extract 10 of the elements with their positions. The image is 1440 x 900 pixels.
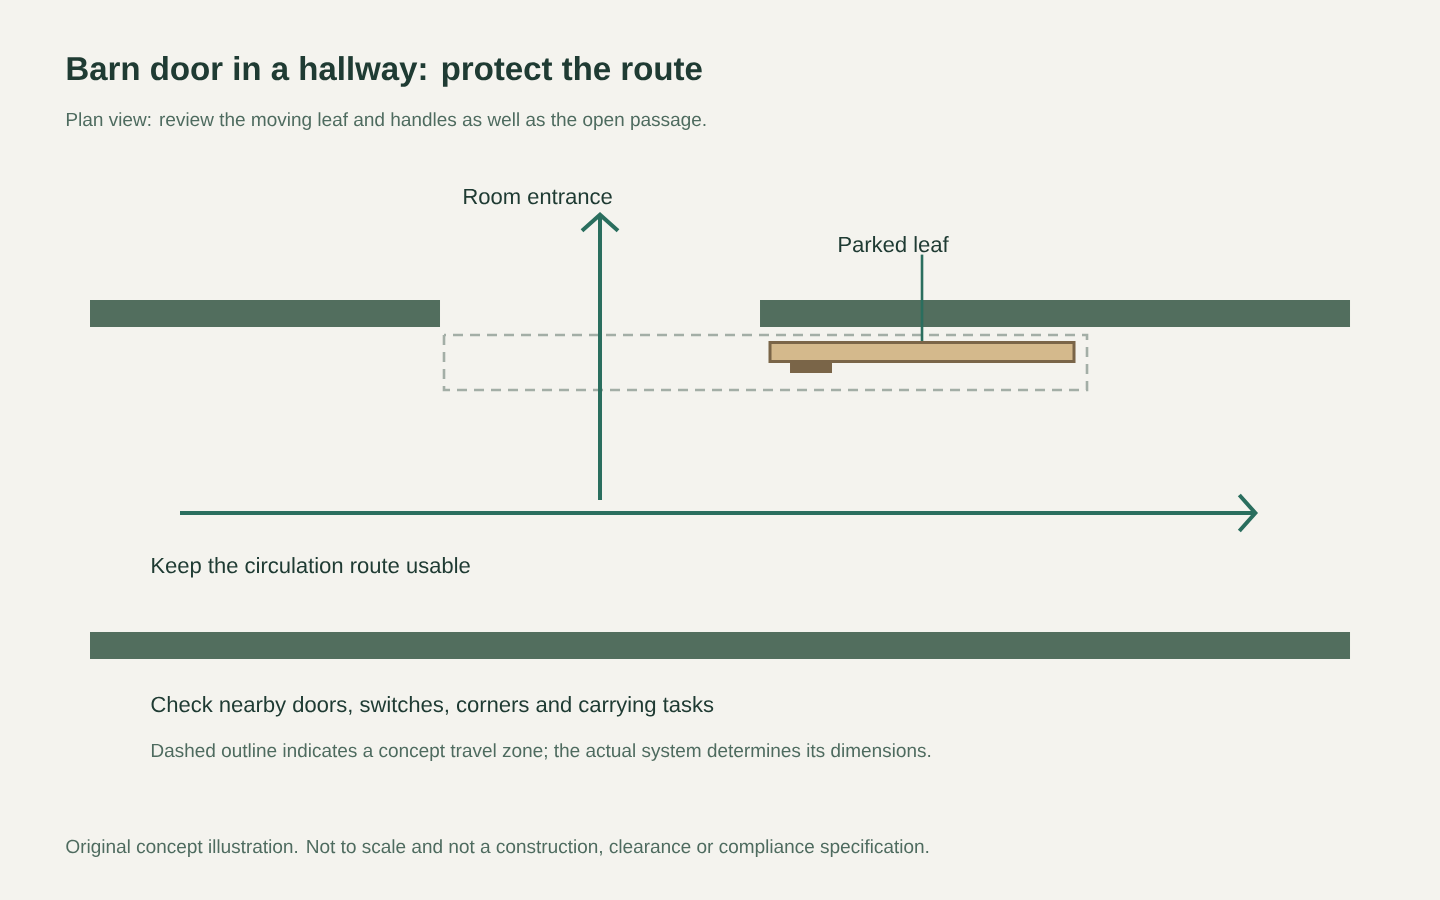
- check-note: Check nearby doors, switches, corners and carrying tasks: [151, 696, 714, 717]
- title: Barn door in a hallway: protect the route: [67, 56, 702, 87]
- direction-label: Room entrance: [464, 188, 612, 205]
- callout-label: Parked leaf: [839, 236, 949, 253]
- leader-line: [920, 254, 924, 341]
- subtitle: Plan view: review the moving leaf and handles as well as the open passage.: [66, 112, 706, 130]
- note: Dashed outline indicates a concept travel zone; the actual system determines its dimensions.: [151, 743, 931, 761]
- footnote: Original concept illustration. Not to scale and not a construction, clearance or compliance specification.: [66, 839, 929, 857]
- door-leaf: [768, 341, 1076, 373]
- route-label: Keep the circulation route usable: [152, 557, 470, 578]
